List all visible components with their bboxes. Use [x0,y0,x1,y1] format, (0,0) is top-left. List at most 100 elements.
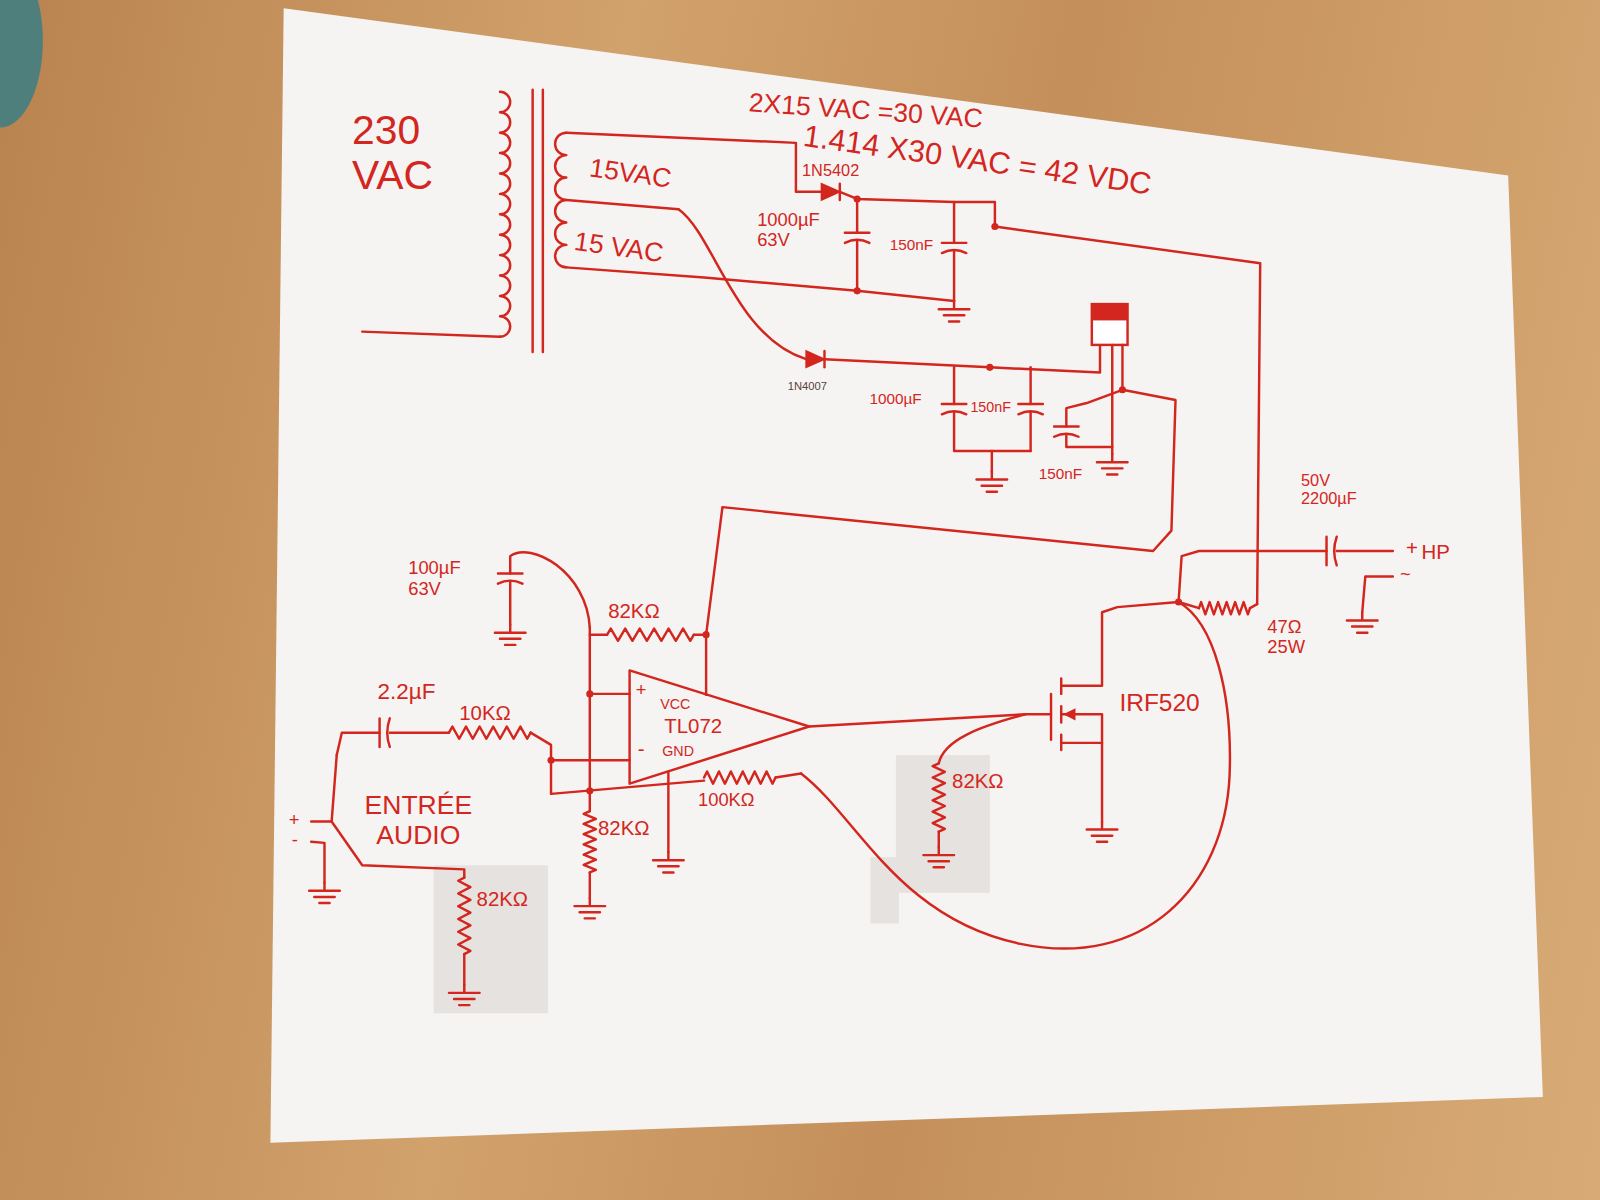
mosfet-symbol [1050,694,1052,740]
wire [510,552,590,627]
component-label: 1000µF 63V [757,210,828,250]
component-label: 82KΩ [477,888,529,910]
edit-patch [434,865,548,1013]
wire [824,345,1100,373]
pin-label: TL072 [664,714,722,736]
wire [840,192,1260,604]
wire [939,714,1026,763]
wire [566,200,678,209]
component-label: 1N5402 [802,161,859,179]
wire [856,199,858,233]
component-label: 230 VAC [352,107,449,197]
background-object [0,0,43,128]
pin-label: + [636,681,647,701]
opamp-triangle-outline [630,670,810,783]
coil-symbol [555,133,566,268]
component-label: 82KΩ [952,769,1004,791]
edit-patch [870,857,899,923]
component-label: 1N4007 [788,380,827,392]
wire [953,367,955,404]
pin-label: - [638,738,645,760]
wire [311,842,324,883]
component-label: HP [1421,541,1449,563]
wire [776,773,802,777]
wire [1250,604,1257,608]
component-label: 150nF [1039,465,1082,482]
resistor-symbol [607,629,694,641]
diode-symbol [806,351,824,367]
wire [551,760,704,794]
wire [590,628,607,635]
pin-label: VCC [660,697,690,713]
component-label: 150nF [890,237,933,254]
wire [1111,345,1113,454]
component-label: 10KΩ [459,702,511,724]
wire [954,412,1031,451]
ground-symbol [923,847,954,867]
wire [390,731,449,733]
wire [1061,743,1102,822]
wire [1337,550,1393,552]
ground-symbol [1087,821,1118,841]
wire [311,755,337,821]
wire [953,202,955,243]
wire [705,635,707,695]
wire [1061,714,1102,743]
diode-symbol [821,184,839,200]
regulator-symbol [1092,304,1128,345]
junction-dot [991,223,998,230]
component-label: + [1406,537,1418,559]
wire [589,635,591,812]
wire [1066,390,1122,427]
ground-symbol [977,471,1008,491]
wire [856,241,858,291]
component-label: 150nF [970,400,1011,416]
resistor-symbol [933,763,945,831]
wire [509,582,511,625]
wire [590,693,630,695]
resistor-symbol [449,727,531,739]
resistor-symbol [458,878,470,955]
ground-symbol [449,985,480,1005]
wire [1179,602,1199,608]
wire [706,390,1175,635]
wire [589,872,591,898]
resistor-symbol [584,811,596,872]
capacitor-symbol [1327,537,1337,566]
component-label: 1000µF [869,391,921,408]
component-label: 82KΩ [608,600,660,622]
wire [1362,577,1393,613]
pin-label: GND [662,744,694,760]
wire [667,771,669,852]
ground-symbol [574,898,605,918]
ground-symbol [495,624,526,644]
wire [1179,551,1327,602]
regulator-tab [1092,304,1128,320]
junction-dot [986,364,993,371]
mosfet-arrow [1063,708,1075,720]
component-label: 100KΩ [698,791,755,811]
component-label: 100µF 63V [408,559,473,599]
wire [801,602,1230,949]
junction-dot [854,287,861,294]
ground-symbol [309,883,340,903]
wire [1061,602,1178,686]
ground-symbol [653,852,684,872]
wire [1066,435,1112,447]
resistor-symbol [704,771,775,783]
wire [938,832,940,847]
wire [1029,412,1031,451]
wire [337,733,380,755]
component-label: + [289,810,300,830]
component-label: 47Ω 25W [1267,617,1318,657]
wire [566,267,954,301]
component-label: IRF520 [1119,690,1199,717]
coil-symbol [500,92,510,337]
component-label: ENTRÉE AUDIO [342,791,495,849]
component-label: 2.2µF [378,680,436,705]
ground-symbol [1097,454,1128,474]
component-label: 50V 2200µF [1301,471,1362,507]
ground-symbol [1347,612,1378,632]
